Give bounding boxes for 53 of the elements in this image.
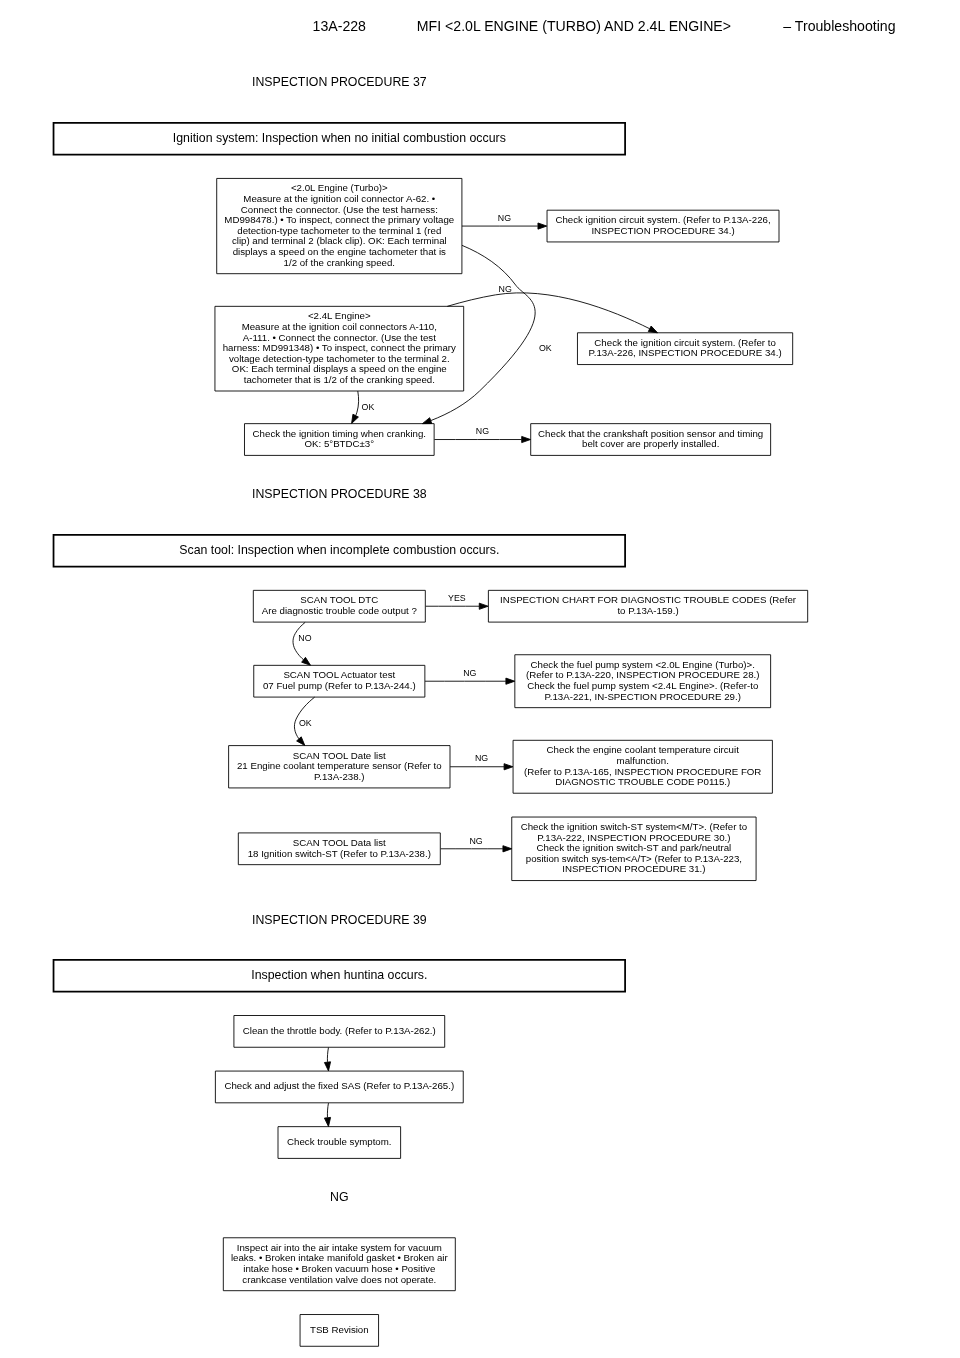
arrow [425,602,489,610]
edge-label: NG [497,212,512,223]
node-box: SCAN TOOL Actuator test 07 Fuel pump (Refer to P.13A-244.) [253,664,426,698]
edge-label: OK [538,342,552,353]
label: 13A-228 [312,17,366,34]
arrow [351,390,360,424]
edge-label: NG [469,835,483,846]
node-box: Check the ignition switch-ST system<M/T>. (Refer to P.13A-222, INSPECTION PROCEDURE 30.) Check the ignition switch-ST and park/neutral position switch sys-tem<A/T> (Refer to P.13A-223, INSPECTION PROCEDURE 31.) [511,816,757,881]
node-box: <2.0L Engine (Turbo)> Measure at the ignition coil connector A-62. • Connect the connector. (Use the test harness: MD998478.) • To inspect, connect the primary voltage detection-type tachometer to the terminal 1 (red clip) and terminal 2 (black clip). OK: Each terminal displays a speed on the engine tachometer that is 1/2 of the cranking speed. [216,178,463,275]
node-box: Check the ignition circuit system. (Refer to P.13A-226, INSPECTION PROCEDURE 34.) [577,332,794,365]
arrow [440,845,513,853]
arrow [292,621,311,666]
node-box: Scan tool: Inspection when incomplete combustion occurs. [52,533,626,568]
edge-label: NG [475,426,490,437]
node-box: Check and adjust the fixed SAS (Refer to P.13A-265.) [214,1070,464,1104]
label: INSPECTION PROCEDURE 39 [251,912,427,927]
edge-label: NG [474,753,489,764]
arrow [449,763,514,771]
arrow [434,436,531,444]
edge-label: NG [498,284,512,295]
arrow [422,244,536,425]
node-box: Check the engine coolant temperature circuit malfunction. (Refer to P.13A-165, INSPECTION PROCEDURE FOR DIAGNOSTIC TROUBLE CODE P0115.) [512,739,773,794]
label: NG [330,1190,349,1205]
node-box: INSPECTION CHART FOR DIAGNOSTIC TROUBLE CODES (Refer to P.13A-159.) [487,589,809,623]
arrow [424,677,516,685]
node-box: Check the fuel pump system <2.0L Engine (Turbo)>. (Refer to P.13A-220, INSPECTION PROCEDURE 28.) Check the fuel pump system <2.4L Engine>. (Refer-to P.13A-221, IN-SPECTION PROCEDURE 29.) [514,654,772,709]
edge-label: YES [448,592,466,603]
arrow [324,1102,331,1127]
node-box: Inspection when huntina occurs. [52,959,626,993]
node-box: Check ignition circuit system. (Refer to P.13A-226, INSPECTION PROCEDURE 34.) [546,209,780,243]
edge-label: NG [463,667,477,678]
node-box: SCAN TOOL Data list 18 Ignition switch-ST (Refer to P.13A-238.) [237,832,441,866]
arrow [324,1047,331,1072]
edge-label: NO [298,632,312,643]
arrow [461,222,548,230]
node-box: Inspect air into the air intake system for vacuum leaks. • Broken intake manifold gasket • Broken air intake hose • Broken vacuum hose • Positive crankcase ventilation valve does not operate. [222,1237,456,1292]
arrow [294,696,316,746]
node-box: Check trouble symptom. [277,1126,402,1159]
edge-label: OK [361,401,375,412]
node-box: Check that the crankshaft position sensor and timing belt cover are properly installed. [530,423,772,456]
node-box: <2.4L Engine> Measure at the ignition coil connectors A-110, A-111. • Connect the connector. (Use the test harness: MD991348) • To inspect, connect the primary voltage detection-type tachometer to the terminal 2. OK: Each terminal displays a speed on the engine tachometer that is 1/2 of the cranking speed. [214,305,465,392]
label: MFI <2.0L ENGINE (TURBO) AND 2.4L ENGINE> [416,17,732,34]
arrow [446,292,658,334]
node-box: SCAN TOOL Date list 21 Engine coolant temperature sensor (Refer to P.13A-238.) [228,745,451,789]
node-box: Clean the throttle body. (Refer to P.13A-262.) [233,1015,446,1048]
node-box: SCAN TOOL DTC Are diagnostic trouble code output ? [252,589,426,623]
label: – Troubleshooting [783,17,896,34]
edge-label: OK [298,718,312,729]
label: INSPECTION PROCEDURE 37 [251,75,427,90]
label: INSPECTION PROCEDURE 38 [251,487,427,502]
node-box: Check the ignition timing when cranking. OK: 5°BTDC±3° [244,423,435,456]
node-box: Ignition system: Inspection when no initial combustion occurs [52,122,626,156]
node-box: TSB Revision [299,1314,379,1347]
